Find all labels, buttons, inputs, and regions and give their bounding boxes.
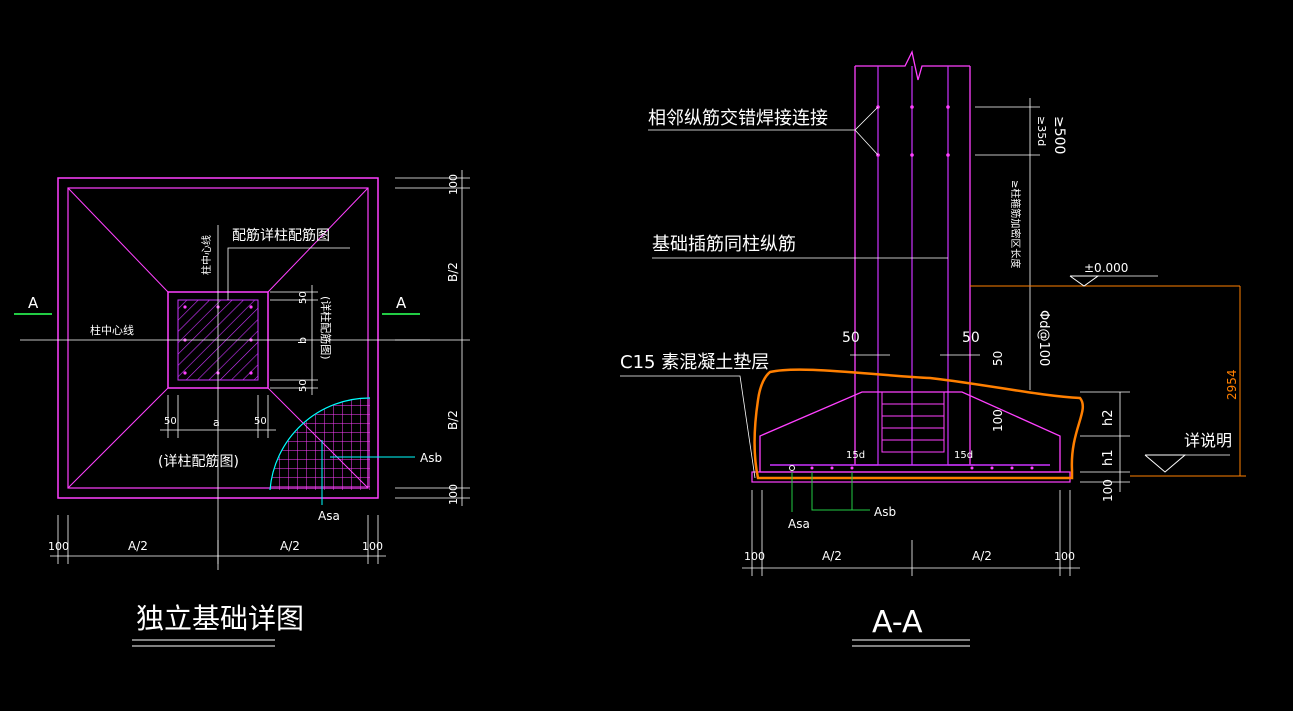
column-centerline-h-label: 柱中心线 [90, 323, 134, 337]
section-column-outline [854, 50, 971, 465]
section-dim-h [1080, 391, 1130, 492]
dim-15d-right: 15d [954, 450, 973, 461]
section-asb-leader [811, 472, 870, 511]
dim-2954-lines [1130, 286, 1246, 477]
plan-dim-50-d: 50 [254, 416, 267, 427]
dim-500: ≥500 [1051, 116, 1067, 154]
section-rebar-dots [876, 105, 950, 157]
plan-dim-a-half-left: A/2 [128, 539, 148, 553]
section-dim-bottom [742, 490, 1080, 576]
rebar-note-leader [227, 247, 350, 300]
section-dim-left-100: 100 [744, 550, 765, 563]
section-label-asa: Asa [788, 517, 810, 531]
plan-dim-bottom [50, 515, 386, 564]
dim-50-left: 50 [842, 330, 860, 346]
column-centerline-v-label: 柱中心线 [200, 235, 213, 275]
column-rebar-note: (详柱配筋图) [319, 296, 333, 360]
section-dim-right-100: 100 [1054, 550, 1075, 563]
note-detail: 详说明 [1184, 431, 1232, 450]
section-bottom-rebar-dots [789, 465, 1034, 471]
plan-dim-right-100: 100 [362, 540, 383, 553]
dim-h1: h1 [1101, 449, 1116, 466]
dim-vertical-note: ≥柱箍筋加密区长度 [1009, 180, 1022, 268]
section-title: A-A [872, 605, 923, 640]
section-mark-left: A [28, 294, 39, 312]
plan-dim-b-half-top: B/2 [446, 262, 460, 282]
stirrup-label: Φd@100 [1036, 310, 1051, 366]
markup-curve [753, 368, 1085, 480]
section-view-a-a: 相邻纵筋交错焊接连接 基础插筋同柱纵筋 C15 素混凝土垫层 ≥500 ≥35d… [620, 50, 1246, 647]
section-label-asb: Asb [874, 505, 896, 519]
elevation-symbol [1069, 275, 1100, 287]
section-column-rebar [850, 66, 975, 466]
dim-2954: 2954 [1225, 369, 1239, 400]
note-cushion-leader [620, 375, 756, 479]
base-rebar-note: (详柱配筋图) [158, 453, 239, 470]
section-dim-a-half-left: A/2 [822, 549, 842, 563]
note-weld: 相邻纵筋交错焊接连接 [648, 108, 828, 129]
dim-100-v: 100 [991, 409, 1005, 432]
section-stirrups [881, 391, 945, 453]
section-dim-a-half-right: A/2 [972, 549, 992, 563]
plan-dim-a-half-right: A/2 [280, 539, 300, 553]
plan-view-isolated-footing: A A 柱中心线 柱中心线 配筋详柱配筋图 (详柱配筋图) (详柱配筋图) As… [14, 170, 470, 647]
note-dowel: 基础插筋同柱纵筋 [652, 234, 796, 255]
plan-dim-column-vertical [270, 285, 318, 395]
dim-35d: ≥35d [1035, 116, 1048, 146]
plan-dim-column-horizontal [160, 395, 276, 438]
dim-100-bottom: 100 [1101, 479, 1115, 502]
dim-50-right: 50 [962, 330, 980, 346]
dim-h2: h2 [1101, 409, 1116, 426]
plan-dim-50-b: 50 [298, 379, 309, 392]
plan-dim-a: a [213, 416, 220, 429]
detail-symbol [1144, 454, 1187, 473]
plan-title: 独立基础详图 [136, 602, 304, 635]
plan-dim-b: b [296, 337, 309, 344]
plan-label-asa: Asa [318, 509, 340, 523]
note-weld-leader-2 [854, 129, 879, 156]
plan-dim-bottom-100: 100 [447, 484, 460, 505]
plan-dim-right [395, 170, 470, 506]
note-cushion: C15 素混凝土垫层 [620, 352, 769, 373]
section-dim-upper [975, 98, 1040, 390]
plan-dim-50-c: 50 [164, 416, 177, 427]
section-mark-right: A [396, 294, 407, 312]
elevation-label: ±0.000 [1084, 261, 1128, 275]
plan-dim-left-100: 100 [48, 540, 69, 553]
plan-label-asb: Asb [420, 451, 442, 465]
plan-dim-top-100: 100 [447, 174, 460, 195]
plan-dim-50-a: 50 [298, 291, 309, 304]
dim-15d-left: 15d [846, 450, 865, 461]
dim-50-v: 50 [991, 351, 1005, 366]
base-rebar-quadrant [269, 397, 371, 491]
plan-dim-b-half-bottom: B/2 [446, 410, 460, 430]
rebar-note: 配筋详柱配筋图 [232, 227, 330, 244]
